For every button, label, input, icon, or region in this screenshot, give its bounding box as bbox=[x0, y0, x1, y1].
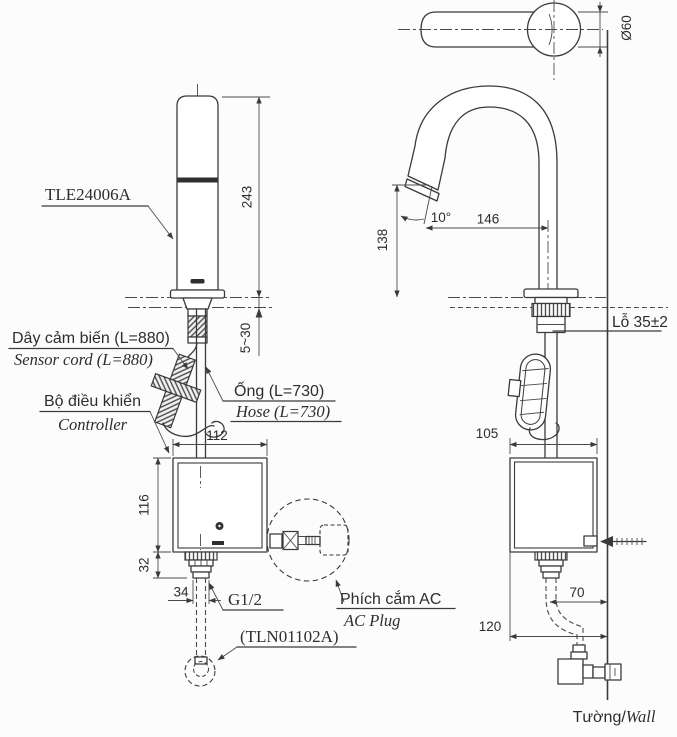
ac-plug-pins bbox=[298, 536, 306, 545]
dim-fitting-height: 32 bbox=[137, 557, 152, 572]
stop-valve-code-label: (TLN01102A) bbox=[240, 627, 339, 646]
hose-label-en: Hose (L=730) bbox=[235, 402, 330, 421]
dim-outlet-height: 138 bbox=[375, 229, 390, 252]
side-fitting-step2 bbox=[540, 565, 562, 573]
controller-box bbox=[172, 457, 268, 553]
side-cord-tail bbox=[528, 422, 560, 441]
ext-lines-d60 bbox=[578, 11, 608, 48]
sensor-cord-clip bbox=[150, 372, 202, 404]
side-base-flange bbox=[523, 288, 579, 299]
ac-plug-label-en: AC Plug bbox=[343, 611, 400, 630]
wall-valve-through bbox=[592, 666, 606, 679]
mounting-cone bbox=[182, 297, 213, 310]
mounting-bracket bbox=[583, 535, 598, 547]
stop-valve-inner-circle bbox=[193, 661, 209, 677]
wall-label-vi: Tường/ bbox=[573, 709, 627, 726]
hose-leader bbox=[205, 366, 224, 402]
outlet-axis-line bbox=[423, 185, 433, 225]
sensor-cord-label-en: Sensor cord (L=880) bbox=[14, 350, 153, 369]
sensor-cord-leader bbox=[172, 348, 189, 370]
side-controller-box-inner bbox=[513, 461, 594, 549]
fitting-flange bbox=[184, 551, 218, 561]
thread-size-label: G1/2 bbox=[228, 590, 262, 609]
gooseneck-spout bbox=[407, 85, 558, 298]
dim-controller-depth: 105 bbox=[476, 426, 499, 441]
dim-spout-reach: 146 bbox=[477, 212, 500, 227]
ac-plug-detail-circle bbox=[266, 498, 350, 582]
ac-plug-label-vi: Phích cắm AC bbox=[340, 589, 441, 608]
side-fitting-step1 bbox=[538, 559, 564, 567]
product-code-leader bbox=[147, 205, 174, 240]
dim-body-diameter: Ø60 bbox=[619, 15, 634, 41]
wall-valve-outside bbox=[604, 663, 622, 681]
spout-aerator bbox=[404, 178, 440, 202]
ac-plug-stem-threads bbox=[308, 536, 316, 545]
sensor-cord-label-vi: Dây cảm biến (L=880) bbox=[12, 330, 170, 347]
fitting-threads bbox=[194, 560, 208, 566]
sensor-cord-hook bbox=[204, 420, 225, 438]
dim-controller-height: 116 bbox=[137, 494, 152, 516]
sensor-cord-tail bbox=[162, 422, 215, 438]
wall-label-en: Wall bbox=[626, 707, 656, 726]
side-fitting-nipple bbox=[542, 571, 560, 579]
side-cord-clip bbox=[507, 378, 522, 398]
controller-label-vi: Bộ điều khiển bbox=[44, 392, 141, 410]
side-fitting-flange bbox=[534, 551, 568, 561]
hose-label-vi: Ống (L=730) bbox=[234, 380, 324, 400]
valve-stub bbox=[194, 656, 208, 665]
sensor-connector-top bbox=[187, 308, 208, 317]
sensor-cord-curve bbox=[186, 342, 198, 359]
ext-lines-34 bbox=[192, 580, 210, 604]
product-code-label: TLE24006A bbox=[45, 185, 132, 204]
ac-plug-leader bbox=[335, 579, 345, 603]
wall-valve-stem-top bbox=[572, 644, 586, 653]
controller-label-en: Controller bbox=[58, 415, 128, 434]
front-view: 243 5~30 112 116 32 34 TLE24006A Dây cảm… bbox=[8, 84, 456, 687]
fitting-g12-nipple bbox=[192, 571, 210, 579]
base-mark bbox=[190, 279, 205, 284]
controller-leader bbox=[149, 411, 170, 454]
dim-outlet-angle: 10° bbox=[431, 210, 451, 225]
sensor-window bbox=[177, 177, 218, 183]
wall-valve-body bbox=[557, 658, 584, 685]
faucet-body bbox=[176, 95, 219, 291]
thread-leader bbox=[208, 582, 224, 611]
dim-controller-width: 112 bbox=[206, 428, 228, 443]
dim-supply-offset: 70 bbox=[569, 585, 584, 600]
wall-valve-joint bbox=[582, 664, 594, 679]
led-indicator-center bbox=[218, 524, 221, 528]
controller-slot bbox=[212, 541, 224, 545]
ac-plug-coupler-cross bbox=[282, 531, 299, 550]
ext-lines-105 bbox=[509, 438, 598, 454]
stop-valve-outer-circle bbox=[184, 655, 216, 687]
angle-arc-arrow bbox=[400, 215, 425, 222]
dim-deck-thickness: 5~30 bbox=[238, 323, 253, 353]
ac-cord-connector bbox=[269, 533, 283, 549]
dim-spout-height: 243 bbox=[240, 186, 255, 209]
mounting-screw-tip bbox=[600, 536, 613, 547]
mounting-screw-threads bbox=[616, 538, 643, 545]
hidden-supply-right bbox=[555, 578, 584, 650]
sensor-connector-bottom bbox=[187, 336, 208, 344]
side-view: Ø60 10° 146 138 Lỗ 35±2 bbox=[375, 0, 668, 726]
fitting-step2 bbox=[190, 565, 212, 573]
stop-valve-leader bbox=[217, 646, 238, 661]
ac-plug-body-dashed bbox=[319, 524, 349, 556]
deck-dim-arrow bbox=[255, 308, 263, 318]
wall-valve-stem bbox=[570, 651, 588, 660]
side-cord-coil bbox=[514, 353, 552, 431]
sensor-connector-body bbox=[187, 315, 208, 338]
controller-box-inner bbox=[177, 462, 263, 549]
side-collar bbox=[534, 296, 568, 305]
hole-note-label: Lỗ 35±2 bbox=[612, 314, 668, 331]
wall-label: Tường/Wall bbox=[573, 707, 656, 726]
side-controller-box bbox=[509, 457, 598, 553]
dim-fitting-width: 34 bbox=[173, 585, 189, 600]
side-threaded-shank bbox=[531, 302, 571, 318]
dim-wall-clearance: 120 bbox=[479, 619, 502, 634]
wall-valve-outside-detail bbox=[609, 664, 616, 680]
ac-plug-stem bbox=[305, 535, 321, 546]
base-flange bbox=[169, 289, 226, 299]
